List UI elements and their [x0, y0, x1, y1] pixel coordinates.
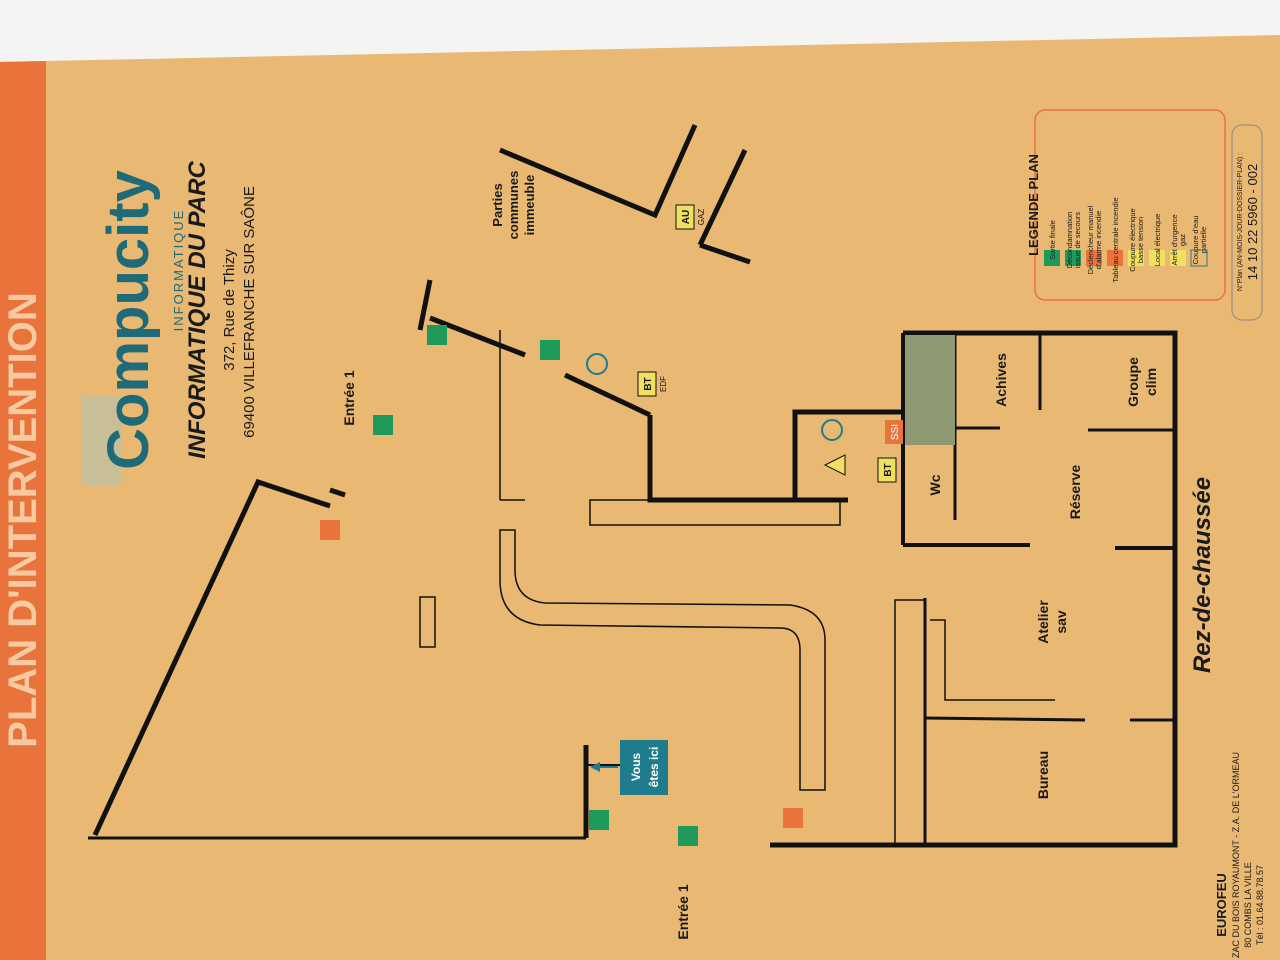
exit-icon: [373, 415, 393, 435]
entrance-top-label: Entrée 1: [341, 370, 357, 425]
maker-name: EUROFEU: [1214, 873, 1229, 937]
legend-item-label: Local électrique: [1153, 214, 1162, 267]
ssi-icon: [1107, 250, 1123, 266]
you-are-here-line1: Vous: [629, 752, 643, 781]
plan-board: [0, 35, 1280, 960]
ssi-icon: [885, 420, 903, 444]
exit-icon: [540, 340, 560, 360]
legend-item-label: basse tension: [1136, 217, 1145, 263]
exit-icon: [1044, 250, 1060, 266]
legend-item-label: Sortie finale: [1048, 220, 1057, 260]
legend-item-label: gaz: [1178, 234, 1187, 246]
room-archives: Achives: [993, 353, 1009, 407]
bt-cutoff-icon: [637, 371, 657, 397]
common-areas-line3: immeuble: [522, 175, 537, 236]
room-clim-line1: Groupe: [1125, 357, 1141, 407]
bt-label: BT: [883, 463, 894, 476]
room-reserve: Réserve: [1067, 465, 1083, 520]
entrance-bottom-label: Entrée 1: [675, 884, 691, 939]
company-logo: Compucity INFORMATIQUE: [82, 170, 186, 485]
maker-line2: 80 COMBS LA VILLE: [1243, 862, 1253, 948]
room-atelier-line1: Atelier: [1035, 600, 1051, 644]
fire-alarm-icon: [1086, 250, 1102, 266]
orange-band: [0, 61, 46, 960]
exit-icon: [678, 826, 698, 846]
legend-item-label: Décondamnation: [1065, 212, 1074, 269]
maker-line3: Tél : 01.64.88.78.57: [1255, 865, 1265, 945]
fire-alarm-icon: [783, 808, 803, 828]
arrow-icon: [590, 762, 600, 772]
ssi-label: SSI: [890, 424, 901, 440]
edf-label: EDF: [659, 376, 668, 392]
common-areas-line2: communes: [506, 171, 521, 240]
you-are-here-marker: Vous êtes ici: [590, 740, 668, 795]
water-cutoff-icon: [1190, 249, 1208, 267]
legend-item-label: Coupure d'eau: [1191, 216, 1200, 265]
company-name: INFORMATIQUE DU PARC: [184, 160, 211, 458]
legend-item-label: Déclencheur manuel: [1086, 205, 1095, 274]
legend-item-label: Arrêt d'urgence: [1170, 214, 1179, 265]
room-clim-line2: clim: [1143, 368, 1159, 396]
logo-subtext: INFORMATIQUE: [171, 209, 186, 332]
legend-item-label: d'alarme incendie: [1094, 211, 1103, 270]
gas-stop-icon: [1170, 250, 1186, 266]
logo-text: Compucity: [96, 170, 161, 470]
walls: [88, 123, 1178, 848]
room-bureau: Bureau: [1035, 751, 1051, 799]
bt-label: BT: [643, 377, 654, 390]
legend-item-label: partielle: [1199, 227, 1208, 253]
plan-title: PLAN D'INTERVENTION: [1, 292, 45, 747]
address-line1: 372, Rue de Thizy: [221, 249, 238, 371]
bt-cutoff-icon: [1128, 250, 1144, 266]
legend-item-label: issue de secours: [1073, 212, 1082, 269]
room-wc: Wc: [927, 474, 943, 495]
legend-item-label: Coupure électrique: [1128, 208, 1137, 271]
gray-room: [905, 335, 955, 445]
address-line2: 69400 VILLEFRANCHE SUR SAÔNE: [241, 186, 258, 438]
gaz-label: GAZ: [697, 209, 706, 226]
plan-number-label: N°Plan (AN-MOIS-JOUR-DOSSIER-PLAN) :: [1236, 153, 1244, 291]
electric-room-icon: [823, 454, 846, 476]
water-cutoff-icon: [821, 419, 843, 441]
electric-room-icon: [1149, 250, 1165, 266]
gas-stop-icon: [675, 204, 695, 230]
legend: LEGENDE PLAN Sortie finale Décondamnation…: [1026, 109, 1226, 301]
logo-graphic: [82, 395, 122, 485]
floor-label: Rez-de-chaussée: [1189, 477, 1216, 673]
decon-exit-icon: [589, 810, 609, 830]
fire-alarm-icon: [320, 520, 340, 540]
common-areas-line1: Parties: [490, 183, 505, 226]
legend-item-label: Tableau centrale incendie: [1111, 197, 1120, 282]
plan-symbols: AU GAZ BT EDF BT SSI: [320, 204, 903, 846]
you-are-here-line2: êtes ici: [647, 747, 661, 788]
au-label: AU: [681, 210, 692, 224]
decon-exit-icon: [1065, 250, 1081, 266]
plan-number-value: 14 10 22 5960 - 002: [1245, 164, 1260, 280]
maker-line1: ZAC DU BOIS ROYAUMONT - Z.A. DE L'ORMEAU: [1231, 752, 1241, 958]
water-cutoff-icon: [586, 353, 608, 375]
plan-number-box: [1231, 124, 1263, 321]
legend-title: LEGENDE PLAN: [1026, 154, 1041, 256]
decon-exit-icon: [427, 325, 447, 345]
room-atelier-line2: sav: [1053, 610, 1069, 634]
bt-cutoff-icon: [877, 457, 897, 483]
